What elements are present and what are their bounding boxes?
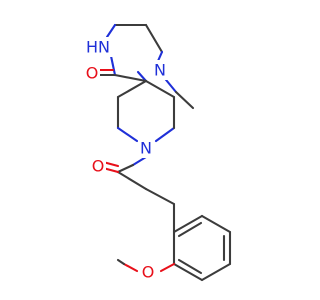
methoxy-group (116, 258, 176, 273)
label-bg-o-methoxy (140, 262, 156, 282)
atom-label-o-ketone: O (92, 157, 105, 176)
atom-label-n-methyl: N (154, 61, 166, 80)
atom-label-nh: HN (86, 38, 110, 57)
bond-carbonyl-nh (109, 54, 117, 77)
bond-ar-5 (172, 262, 204, 282)
bond-nh-ring-top (105, 23, 117, 39)
acyl-chain (101, 155, 176, 206)
label-bg-o-ketone (90, 156, 106, 176)
methoxyphenyl-ring (172, 202, 232, 282)
bond-acyl-chain-1 (116, 170, 148, 191)
bond-pip-left-n (116, 126, 139, 143)
bond-ar-inner-3 (177, 258, 203, 275)
bond-methoxy-methyl (116, 258, 126, 266)
atom-labels: HN N N O O O (84, 37, 168, 282)
bond-pip-spiro-left (116, 79, 148, 99)
bond-n-acyl (131, 155, 148, 167)
bond-ar-2 (200, 214, 232, 234)
bond-pip-n-right (154, 126, 176, 143)
bond-ar-4 (200, 262, 232, 282)
bond-pip-right-spiro (144, 79, 176, 99)
label-bg-n-methyl (152, 60, 168, 80)
label-bg-nh (84, 37, 114, 57)
piperidine-ring (116, 79, 176, 143)
label-bg-n-piperidine (138, 138, 154, 158)
label-bg-o-lactam (84, 63, 100, 83)
bond-ar-inner-1 (177, 221, 203, 238)
bond-o-methyl (122, 262, 139, 273)
bond-acyl-carbon (116, 163, 135, 174)
bond-ar-1 (172, 214, 204, 234)
atom-label-o-methoxy: O (142, 263, 155, 282)
diazepanone-ring (105, 23, 164, 83)
bond-methyl (174, 90, 195, 110)
bond-ring-n-methyl-spiro (136, 70, 148, 83)
molecule-diagram: HN N N O O O (84, 23, 232, 282)
atom-label-n-piperidine: N (140, 139, 152, 158)
atom-label-o-lactam: O (86, 64, 99, 83)
bond-spiro-carbonyl (113, 73, 148, 83)
bond-aryl-o (159, 262, 176, 273)
bond-acyl-chain-2 (144, 187, 176, 206)
bond-ring-right-upper (144, 23, 164, 54)
bond-ring-n-methyl-top (156, 50, 164, 63)
